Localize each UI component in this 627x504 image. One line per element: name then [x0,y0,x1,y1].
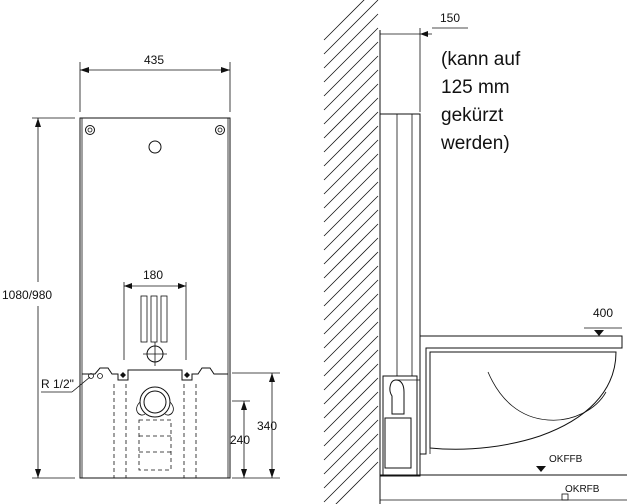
thread-label: R 1/2" [41,377,74,391]
hatch-line [323,377,379,433]
hatch-line [323,139,379,195]
hatch-line [323,153,379,209]
hatch-line [323,321,379,377]
hatch-line [323,279,379,335]
mounting-hole-icon [215,125,225,135]
hatch-line [323,335,379,391]
depth-label: 150 [440,11,460,25]
hatch-line [323,111,379,167]
dimension-340: 340 [232,372,280,479]
finished-floor-level: OKFFB [380,454,627,476]
hatch-line [323,195,379,251]
note-line-3: gekürzt [441,105,504,126]
hatch-line [323,363,379,419]
dimension-height: 1080/980 [2,117,75,479]
hatch-line [323,55,379,111]
hatch-line [323,405,379,461]
hatch-line [323,307,379,363]
raw-floor-level: OKRFB [380,484,627,501]
hatch-line [323,447,379,503]
hatch-line [323,27,379,83]
hatch-line [335,461,379,504]
drain-pipe [136,386,174,418]
hatch-line [323,209,379,265]
frame-side-profile [379,113,421,477]
mounting-hole-icon [85,125,95,135]
note-line-2: 125 mm [441,77,510,98]
height-240-label: 240 [230,433,250,447]
hatch-line [323,167,379,223]
hatch-line [323,0,365,41]
hatch-line [323,125,379,181]
hatch-line [323,83,379,139]
side-view: 150 (kann auf 125 mm gekürzt werden) [323,0,627,504]
dimension-depth: 150 [380,11,468,112]
inner-width-label: 180 [143,268,163,282]
wall-hatching [323,0,379,504]
hatch-line [323,251,379,307]
finished-floor-label: OKFFB [549,454,583,465]
flush-slots [140,295,168,343]
dashed-outlines [113,384,197,478]
hatch-line [323,181,379,237]
hatch-line [323,419,379,475]
dimension-inner-width: 180 [123,268,187,360]
bowl-height-marker: 400 [584,306,622,336]
hatch-line [323,433,379,489]
note-line-4: werden) [440,133,510,154]
flush-button-hole [148,140,162,154]
hatch-line [323,41,379,97]
hatch-line [323,223,379,279]
width-label: 435 [144,53,164,67]
height-340-label: 340 [257,419,277,433]
height-label: 1080/980 [2,288,52,302]
hatch-line [323,0,379,55]
water-inlet-icon [143,342,167,366]
hatch-line [323,97,379,153]
hatch-line [323,13,379,69]
front-view: 435 1080/980 180 [2,53,280,479]
wall-hung-toilet [419,335,623,455]
bowl-height-label: 400 [593,306,613,320]
dimension-width: 435 [79,53,231,112]
hatch-line [323,391,379,447]
hatch-line [323,293,379,349]
note-line-1: (kann auf [441,49,521,70]
raw-floor-label: OKRFB [565,484,600,495]
thread-callout: R 1/2" [41,376,91,393]
hatch-line [323,265,379,321]
hatch-line [323,69,379,125]
hatch-line [323,349,379,405]
dimension-240: 240 [230,400,250,478]
frame-outline [79,117,231,479]
hatch-line [323,237,379,293]
shortening-note: (kann auf 125 mm gekürzt werden) [440,49,521,154]
